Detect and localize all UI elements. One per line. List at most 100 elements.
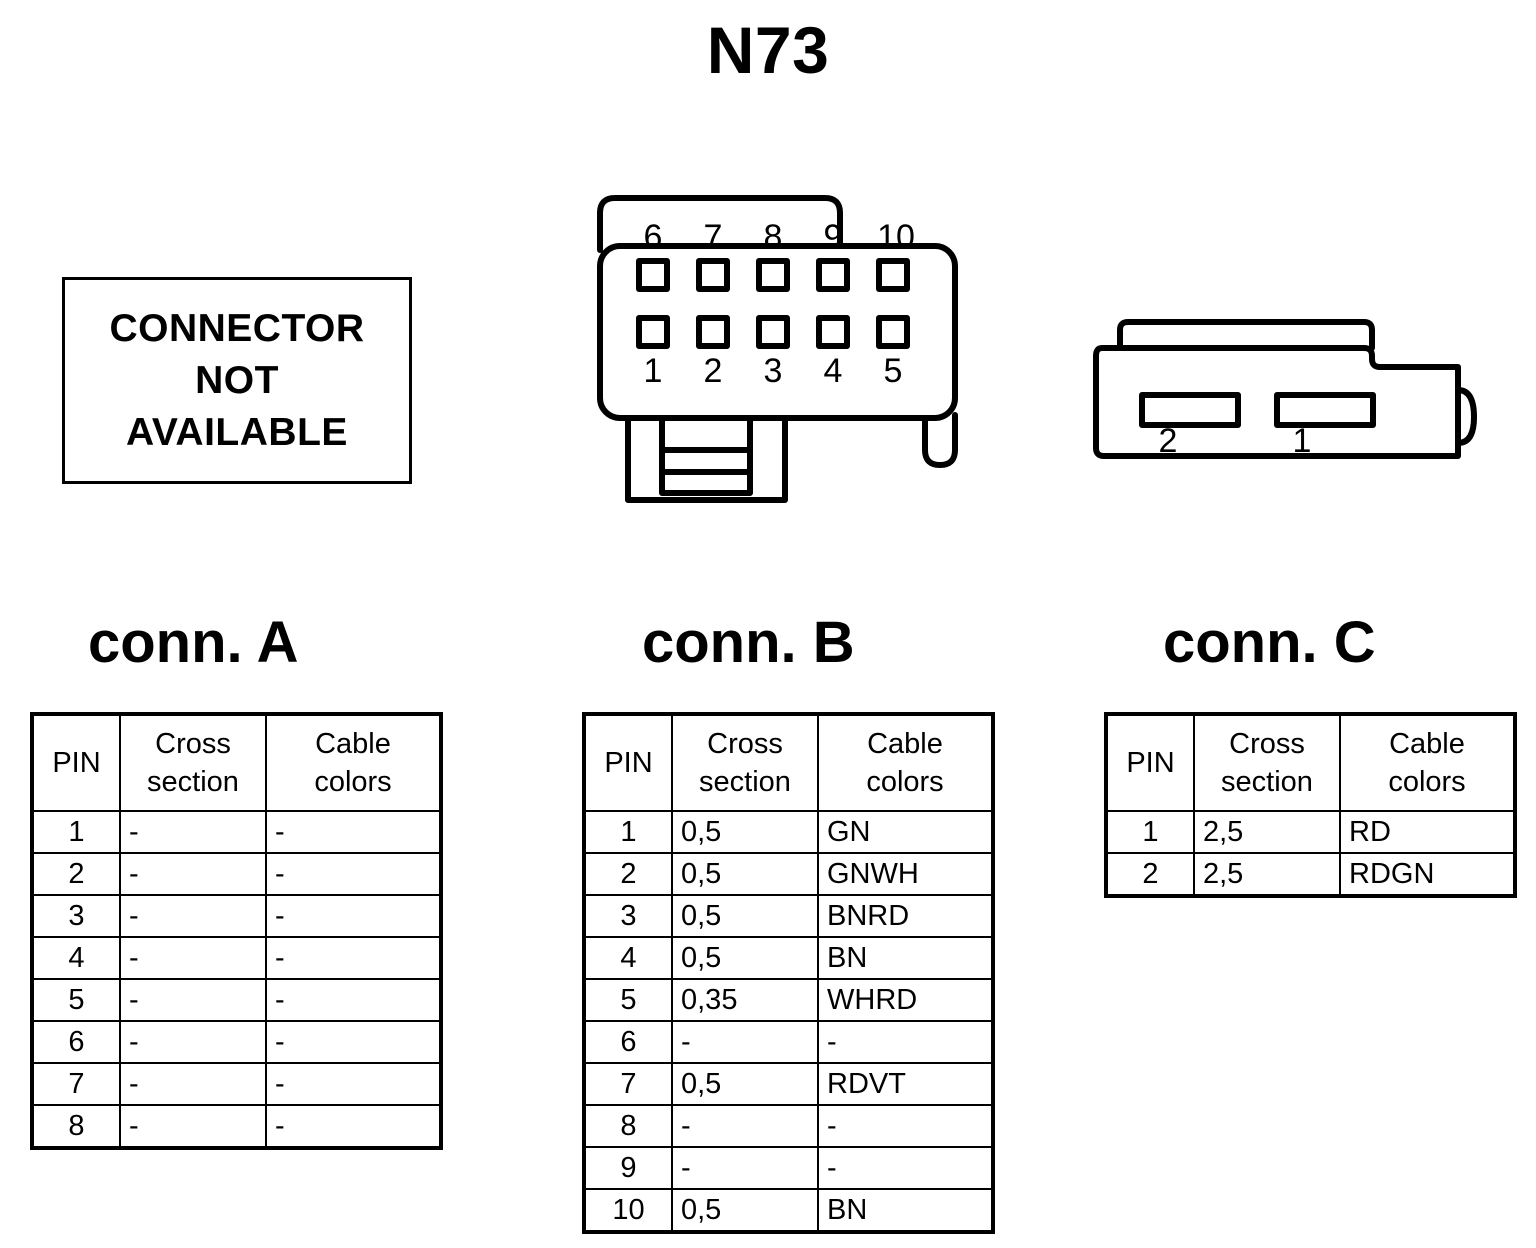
cell-pin: 10	[583, 1188, 673, 1233]
cell-cable-colors: -	[265, 810, 442, 854]
cell-cable-colors: -	[265, 978, 442, 1022]
header-cross-section: Cross section	[1193, 713, 1341, 812]
cell-cable-colors: -	[265, 1020, 442, 1064]
header-cross-section-line1: Cross	[155, 728, 231, 760]
cell-pin: 2	[31, 852, 121, 896]
header-cross-section-line1: Cross	[707, 728, 783, 760]
connector-b-bottom-plate	[625, 412, 788, 503]
header-cable-colors-line1: Cable	[867, 728, 943, 760]
connector-c-right-nub	[1455, 387, 1477, 446]
header-cable-colors-line2: colors	[314, 766, 392, 798]
table-row: 3--	[31, 894, 442, 938]
table-row: 8--	[583, 1104, 994, 1148]
connector-c-slot-label-1: 1	[1293, 422, 1312, 460]
cell-cross-section: -	[119, 810, 267, 854]
connector-b-pin-label-5: 5	[884, 352, 903, 390]
header-cable-colors: Cable colors	[1339, 713, 1516, 812]
header-pin: PIN	[31, 713, 121, 812]
conn-a-heading: conn. A	[88, 610, 299, 675]
header-pin: PIN	[1105, 713, 1195, 812]
cell-cross-section: 0,5	[671, 810, 819, 854]
cell-cross-section: -	[119, 1020, 267, 1064]
header-cross-section-line2: section	[1221, 766, 1313, 798]
cell-cable-colors: RDVT	[817, 1062, 994, 1106]
cell-cross-section: 2,5	[1193, 852, 1341, 897]
connector-b-pin-label-9: 9	[824, 218, 843, 256]
cell-cross-section: -	[119, 1062, 267, 1106]
cell-cable-colors: GN	[817, 810, 994, 854]
table-row: 5--	[31, 978, 442, 1022]
table-header-row: PIN Cross section Cable colors	[31, 713, 442, 812]
cell-cable-colors: RD	[1339, 810, 1516, 854]
connector-c-top-rail	[1117, 319, 1375, 351]
cell-pin: 1	[1105, 810, 1195, 854]
cell-cross-section: -	[671, 1146, 819, 1190]
page-title: N73	[706, 13, 830, 87]
cell-cross-section: 0,5	[671, 1062, 819, 1106]
cell-cable-colors: -	[265, 936, 442, 980]
cell-cable-colors: -	[817, 1020, 994, 1064]
table-row: 4--	[31, 936, 442, 980]
table-header-row: PIN Cross section Cable colors	[1105, 713, 1516, 812]
connector-b-pin-label-10: 10	[877, 218, 915, 256]
table-row: 7--	[31, 1062, 442, 1106]
cell-cross-section: -	[119, 852, 267, 896]
connector-b-pin-label-4: 4	[824, 352, 843, 390]
cell-cable-colors: -	[265, 1104, 442, 1149]
cell-cable-colors: BN	[817, 936, 994, 980]
cell-cable-colors: BN	[817, 1188, 994, 1233]
table-row: 9--	[583, 1146, 994, 1190]
conn-a-table-body: 1--2--3--4--5--6--7--8--	[31, 810, 442, 1149]
table-row: 6--	[31, 1020, 442, 1064]
cell-pin: 6	[583, 1020, 673, 1064]
header-cable-colors: Cable colors	[265, 713, 442, 812]
cell-cross-section: -	[119, 978, 267, 1022]
cell-cross-section: 0,5	[671, 852, 819, 896]
cell-cross-section: -	[671, 1104, 819, 1148]
not-available-line-3: AVAILABLE	[126, 410, 348, 454]
header-pin: PIN	[583, 713, 673, 812]
cell-cross-section: -	[119, 894, 267, 938]
cell-cable-colors: WHRD	[817, 978, 994, 1022]
connector-b-pin-7	[696, 258, 730, 292]
connector-b-right-latch	[922, 412, 958, 468]
connector-c-illustration: 2 1	[1080, 300, 1500, 490]
cell-pin: 8	[31, 1104, 121, 1149]
header-cross-section: Cross section	[671, 713, 819, 812]
table-header-row: PIN Cross section Cable colors	[583, 713, 994, 812]
connector-b-pin-9	[816, 258, 850, 292]
conn-b-heading: conn. B	[642, 610, 855, 675]
header-cross-section-line2: section	[147, 766, 239, 798]
connector-b-illustration: 6 7 8 9 10 1 2 3 4 5	[580, 150, 980, 550]
connector-b-pin-2	[696, 315, 730, 349]
connector-b-pin-3	[756, 315, 790, 349]
cell-pin: 2	[1105, 852, 1195, 897]
cell-cable-colors: -	[265, 852, 442, 896]
cell-cross-section: -	[671, 1020, 819, 1064]
cell-pin: 4	[31, 936, 121, 980]
header-cross-section-line2: section	[699, 766, 791, 798]
connector-b-pin-label-8: 8	[764, 218, 783, 256]
cell-pin: 6	[31, 1020, 121, 1064]
header-cable-colors: Cable colors	[817, 713, 994, 812]
table-row: 2--	[31, 852, 442, 896]
cell-pin: 7	[31, 1062, 121, 1106]
cell-cross-section: 0,35	[671, 978, 819, 1022]
cell-pin: 3	[583, 894, 673, 938]
header-cable-colors-line1: Cable	[1389, 728, 1465, 760]
connector-b-pin-8	[756, 258, 790, 292]
connector-b-pin-1	[636, 315, 670, 349]
header-cable-colors-line2: colors	[866, 766, 944, 798]
connector-a-not-available-box: CONNECTOR NOT AVAILABLE	[62, 277, 412, 484]
cell-cable-colors: -	[265, 894, 442, 938]
connector-b-lock-tab	[659, 412, 753, 496]
